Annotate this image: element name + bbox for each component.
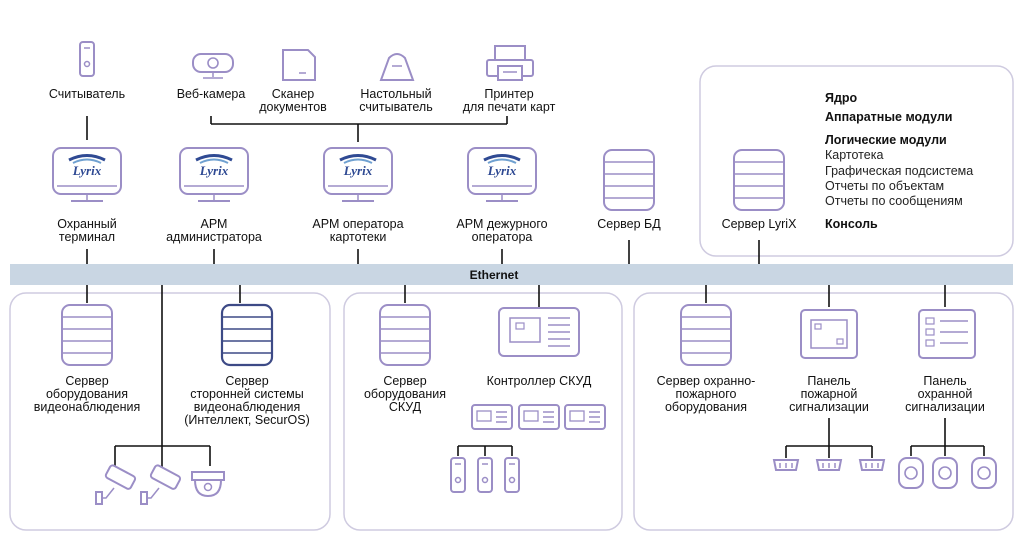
security-panel-label-2: охранной: [918, 387, 973, 401]
third-party-server-icon: [220, 303, 274, 367]
module-core: Ядро: [825, 91, 858, 105]
controller-board-icon: [518, 404, 560, 430]
fire-panel-label-2: пожарной: [801, 387, 858, 401]
security-panel-label-1: Панель: [923, 374, 966, 388]
card-operator-label-2: картотеки: [330, 230, 387, 244]
admin-workstation-label-2: администратора: [166, 230, 262, 244]
desktop-reader-icon: [379, 53, 415, 81]
dome-camera-icon: [191, 471, 225, 498]
webcam-label: Веб-камера: [177, 87, 246, 101]
fire-panel-label-1: Панель: [807, 374, 850, 388]
video-group: Сервер оборудования видеонаблюдения Серв…: [34, 285, 310, 505]
ethernet-bus: [10, 264, 1013, 285]
duty-operator-label-1: АРМ дежурного: [456, 217, 547, 231]
db-server-label: Сервер БД: [597, 217, 661, 231]
security-alarm-panel-icon: [918, 309, 976, 359]
admin-workstation-label-1: АРМ: [201, 217, 228, 231]
db-server-icon: [603, 149, 655, 211]
fire-server-label-2: пожарного: [676, 387, 737, 401]
lyrix-server-label: Сервер LyriX: [722, 217, 797, 231]
card-reader-icon: [79, 41, 95, 77]
workstation-drops: [86, 240, 760, 264]
controller-board-icon: [564, 404, 606, 430]
fire-server-label-3: оборудования: [665, 400, 747, 414]
desktop-reader-label-2: считыватель: [359, 100, 432, 114]
fire-panel-label-3: сигнализации: [789, 400, 869, 414]
card-operator-label-1: АРМ оператора: [312, 217, 403, 231]
fire-alarm-panel-icon: [800, 309, 858, 359]
module-console: Консоль: [825, 217, 878, 231]
fire-detector-icon: [859, 459, 885, 471]
ethernet-label: Ethernet: [470, 268, 519, 282]
video-server-label-1: Сервер: [65, 374, 108, 388]
desktop-reader-device: Настольный считыватель: [359, 53, 433, 114]
video-server-icon: [61, 304, 113, 366]
desktop-reader-label-1: Настольный: [360, 87, 431, 101]
reader-device: Считыватель: [49, 41, 125, 101]
module-hardware: Аппаратные модули: [825, 110, 953, 124]
scanner-label-2: документов: [259, 100, 327, 114]
module-logical-item: Отчеты по сообщениям: [825, 194, 963, 208]
security-panel-label-3: сигнализации: [905, 400, 985, 414]
guard-terminal-label-2: терминал: [59, 230, 115, 244]
third-party-label-1: Сервер: [225, 374, 268, 388]
card-printer-icon: [486, 45, 534, 81]
fire-security-group: Сервер охранно- пожарного оборудования П…: [657, 285, 997, 489]
scanner-icon: [282, 49, 316, 81]
wall-reader-icon: [504, 457, 520, 493]
scanner-label-1: Сканер: [272, 87, 315, 101]
printer-label-1: Принтер: [484, 87, 533, 101]
wall-reader-icon: [477, 457, 493, 493]
module-logical-item: Отчеты по объектам: [825, 179, 944, 193]
acs-server-label-2: оборудования: [364, 387, 446, 401]
printer-device: Принтер для печати карт: [463, 45, 556, 114]
lyrix-modules-list: Ядро Аппаратные модули Логические модули…: [825, 91, 973, 231]
module-logical-item: Картотека: [825, 148, 883, 162]
fire-server-label-1: Сервер охранно-: [657, 374, 756, 388]
acs-server-label-1: Сервер: [383, 374, 426, 388]
acs-controller-icon: [498, 307, 580, 357]
wall-reader-icon: [450, 457, 466, 493]
security-sensor-icon: [932, 457, 958, 489]
security-sensor-icon: [971, 457, 997, 489]
printer-label-2: для печати карт: [463, 100, 556, 114]
webcam-device: Веб-камера: [177, 53, 246, 101]
acs-group: Сервер оборудования СКУД Контроллер СКУД: [364, 285, 606, 493]
card-operator-monitor-icon: [322, 146, 394, 203]
acs-server-label-3: СКУД: [389, 400, 422, 414]
admin-workstation-monitor-icon: [178, 146, 250, 203]
third-party-label-2: сторонней системы: [190, 387, 304, 401]
scanner-device: Сканер документов: [259, 49, 327, 114]
duty-operator-monitor-icon: [466, 146, 538, 203]
guard-terminal-monitor-icon: [51, 146, 123, 203]
duty-operator-label-2: оператора: [472, 230, 533, 244]
video-server-label-3: видеонаблюдения: [34, 400, 141, 414]
third-party-label-4: (Интеллект, SecurOS): [184, 413, 309, 427]
fire-server-icon: [680, 304, 732, 366]
acs-controller-label: Контроллер СКУД: [487, 374, 592, 388]
third-party-label-3: видеонаблюдения: [194, 400, 301, 414]
module-logical-item: Графическая подсистема: [825, 164, 973, 178]
acs-server-icon: [379, 304, 431, 366]
security-sensor-icon: [898, 457, 924, 489]
fire-detector-icon: [816, 459, 842, 471]
controller-board-icon: [471, 404, 513, 430]
lyrix-server-icon: [733, 149, 785, 211]
webcam-icon: [192, 53, 234, 79]
guard-terminal-label-1: Охранный: [57, 217, 117, 231]
video-server-label-2: оборудования: [46, 387, 128, 401]
reader-label: Считыватель: [49, 87, 125, 101]
module-logical: Логические модули: [825, 133, 947, 147]
fire-detector-icon: [773, 459, 799, 471]
top-connectors: [86, 116, 508, 142]
